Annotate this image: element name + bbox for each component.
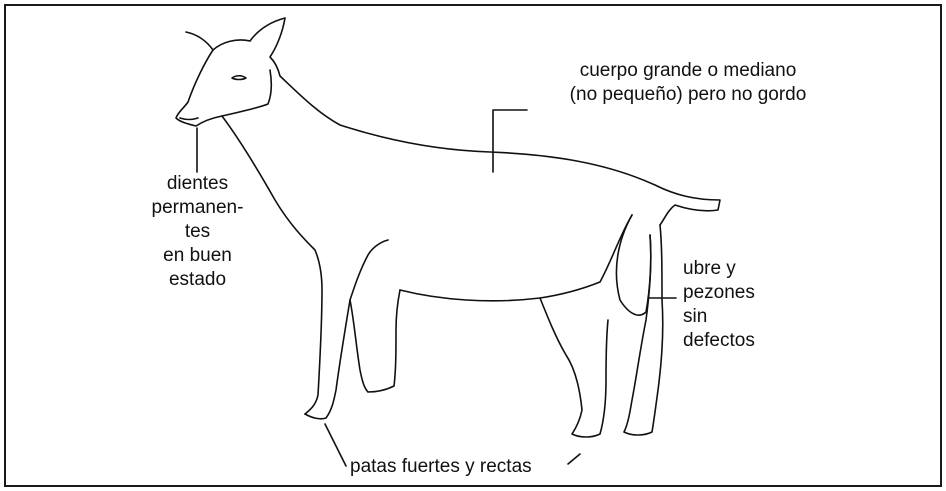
- goat-head: [176, 50, 271, 126]
- label-legs: patas fuertes y rectas: [350, 455, 580, 479]
- legs-pointer-line-left: [325, 424, 346, 466]
- goat-body-outline: [186, 18, 720, 225]
- goat-eye: [232, 76, 246, 80]
- goat-front-leg-2: [350, 290, 400, 392]
- goat-mouth: [180, 118, 198, 120]
- goat-udder: [616, 215, 650, 315]
- label-udder: ubre y pezones sin defectos: [683, 257, 793, 353]
- label-body: cuerpo grande o mediano (no pequeño) per…: [548, 59, 828, 107]
- goat-belly: [400, 215, 632, 301]
- body-pointer-line: [493, 110, 527, 172]
- goat-hind-leg-2: [624, 225, 663, 435]
- goat-hind-leg-1: [540, 298, 608, 437]
- label-teeth: dientes permanen- tes en buen estado: [150, 172, 245, 292]
